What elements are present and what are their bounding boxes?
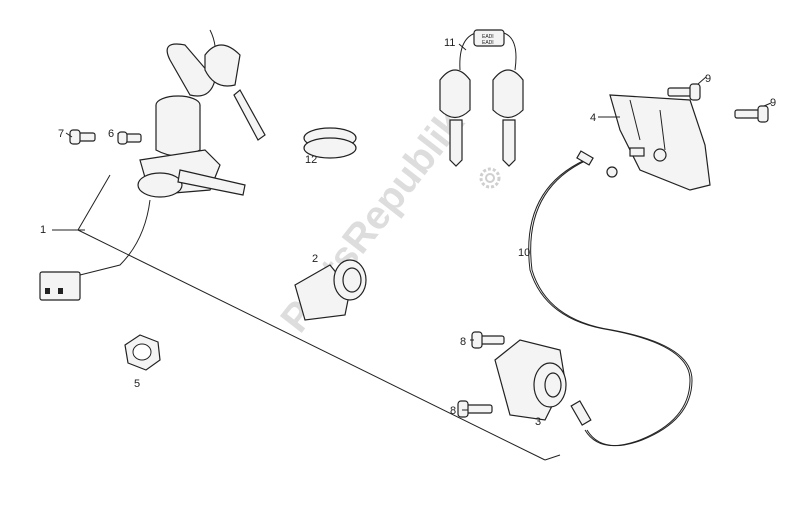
part-nut-5 bbox=[124, 334, 161, 371]
part-lock-3 bbox=[494, 339, 567, 421]
part-bolt-7 bbox=[69, 129, 96, 145]
leader-lines bbox=[52, 43, 772, 461]
label-part-12: 12 bbox=[305, 154, 317, 166]
part-keys-11: EADI EADI bbox=[439, 29, 524, 167]
label-part-8a: 8 bbox=[460, 336, 466, 348]
part-ignition-switch bbox=[39, 29, 266, 301]
part-bolt-9a bbox=[667, 83, 701, 101]
key-tag-line2: EADI bbox=[482, 40, 494, 46]
label-part-2: 2 bbox=[312, 253, 318, 265]
part-cable-10 bbox=[528, 150, 693, 447]
gear-icon bbox=[479, 167, 501, 189]
label-part-11: 11 bbox=[444, 37, 455, 49]
part-ring-12 bbox=[303, 127, 357, 159]
label-part-6: 6 bbox=[108, 128, 114, 140]
label-part-10: 10 bbox=[518, 247, 530, 259]
key-tag-line1: EADI bbox=[482, 34, 494, 40]
label-part-4: 4 bbox=[590, 112, 596, 124]
part-bolt-8a bbox=[471, 331, 505, 349]
label-part-5: 5 bbox=[134, 378, 140, 390]
label-part-9a: 9 bbox=[705, 73, 711, 85]
label-part-8b: 8 bbox=[450, 405, 456, 417]
part-bracket-4 bbox=[609, 94, 711, 191]
label-part-1: 1 bbox=[40, 224, 46, 236]
label-part-3: 3 bbox=[535, 416, 541, 428]
part-lock-2 bbox=[294, 259, 367, 321]
part-bolt-9b bbox=[734, 105, 769, 123]
part-bolt-8b bbox=[457, 400, 493, 418]
label-part-9b: 9 bbox=[770, 97, 776, 109]
part-bolt-6 bbox=[117, 131, 142, 145]
label-part-7: 7 bbox=[58, 128, 64, 140]
